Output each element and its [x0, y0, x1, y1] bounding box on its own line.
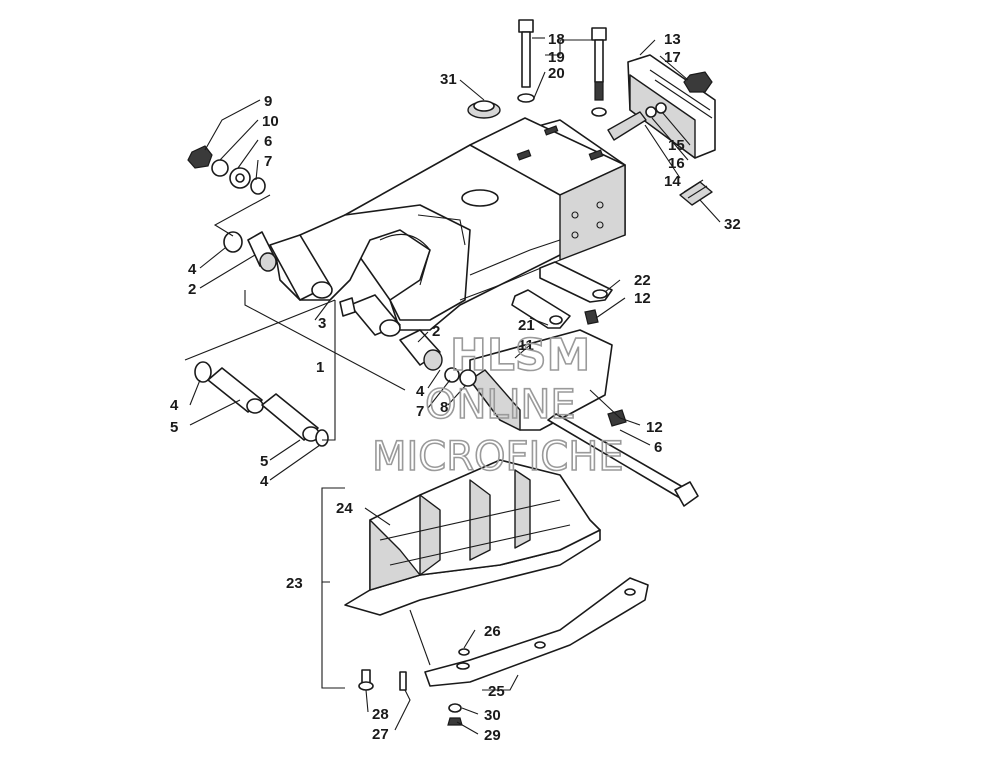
callout-25: 25 [488, 683, 505, 700]
callout-20: 20 [548, 65, 565, 82]
callout-4-bottom: 4 [260, 473, 269, 490]
bracket-13 [627, 54, 716, 159]
adjuster-parts [607, 102, 713, 206]
callout-19: 19 [548, 49, 565, 66]
watermark: HLSM ONLINE MICROFICHE [371, 329, 624, 481]
callout-6-top: 6 [264, 133, 272, 150]
callout-2-right: 2 [432, 323, 440, 340]
washers-left-top [187, 145, 266, 195]
callout-16: 16 [668, 155, 685, 172]
bushings-right [399, 329, 460, 383]
plug-31 [467, 100, 501, 119]
callout-17: 17 [664, 49, 681, 66]
callout-28: 28 [372, 706, 389, 723]
bushings-left [223, 231, 277, 272]
callout-32: 32 [724, 216, 741, 233]
callout-22: 22 [634, 272, 651, 289]
callout-8: 8 [440, 399, 448, 416]
callout-labels: 18 19 20 13 17 31 9 10 6 7 15 16 14 32 4… [170, 31, 741, 744]
callout-7-right: 7 [416, 403, 424, 420]
watermark-line-3: MICROFICHE [372, 434, 624, 480]
callout-9: 9 [264, 93, 272, 110]
callout-21: 21 [518, 317, 535, 334]
callout-26: 26 [484, 623, 501, 640]
callout-5-lower-left: 5 [170, 419, 178, 436]
callout-31: 31 [440, 71, 457, 88]
axle-6 [547, 413, 699, 507]
swing-arm-frame [269, 117, 626, 337]
callout-15: 15 [668, 137, 685, 154]
callout-13: 13 [664, 31, 681, 48]
callout-27: 27 [372, 726, 389, 743]
callout-4-lower-left: 4 [170, 397, 179, 414]
watermark-line-1: HLSM [450, 330, 590, 381]
callout-24: 24 [336, 500, 353, 517]
callout-2-upper-left: 2 [188, 281, 196, 298]
callout-4-upper-left: 4 [188, 261, 197, 278]
callout-1: 1 [316, 359, 324, 376]
callout-6-axle: 6 [654, 439, 662, 456]
callout-5-bottom: 5 [260, 453, 268, 470]
callout-14: 14 [664, 173, 681, 190]
wear-strip-25 [424, 577, 649, 687]
leader-lines [184, 37, 721, 735]
pins-lower-left [194, 361, 329, 447]
callout-10: 10 [262, 113, 279, 130]
bracket-11 [459, 309, 627, 431]
callout-4-right: 4 [416, 383, 425, 400]
callout-7-top: 7 [264, 153, 272, 170]
callout-30: 30 [484, 707, 501, 724]
plates-21-22 [511, 261, 613, 329]
callout-12-lower: 12 [646, 419, 663, 436]
callout-12-upper: 12 [634, 290, 651, 307]
callout-29: 29 [484, 727, 501, 744]
callout-23: 23 [286, 575, 303, 592]
slide-assembly-24 [344, 459, 601, 616]
callout-3: 3 [318, 315, 326, 332]
callout-18: 18 [548, 31, 565, 48]
callout-11: 11 [518, 337, 534, 354]
watermark-line-2: ONLINE [425, 382, 576, 428]
bolts-18-19 [517, 19, 607, 117]
small-fasteners [358, 648, 470, 726]
